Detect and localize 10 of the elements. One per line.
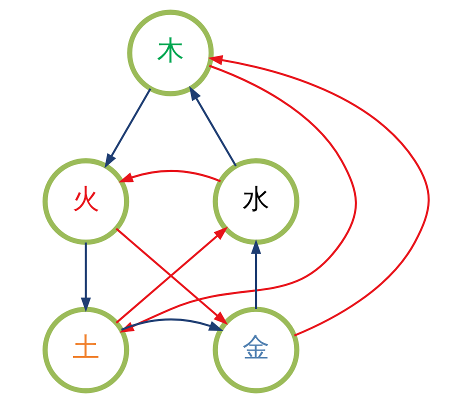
node-circle: 土 [42,306,130,394]
arrow [208,55,430,337]
arrow [118,170,221,182]
arrow [104,88,152,168]
node-circle: 火 [42,158,130,245]
arrow [189,86,237,167]
node-circle: 木 [127,10,214,96]
arrow [250,239,262,309]
arrow [80,242,91,312]
arrow [121,318,224,331]
